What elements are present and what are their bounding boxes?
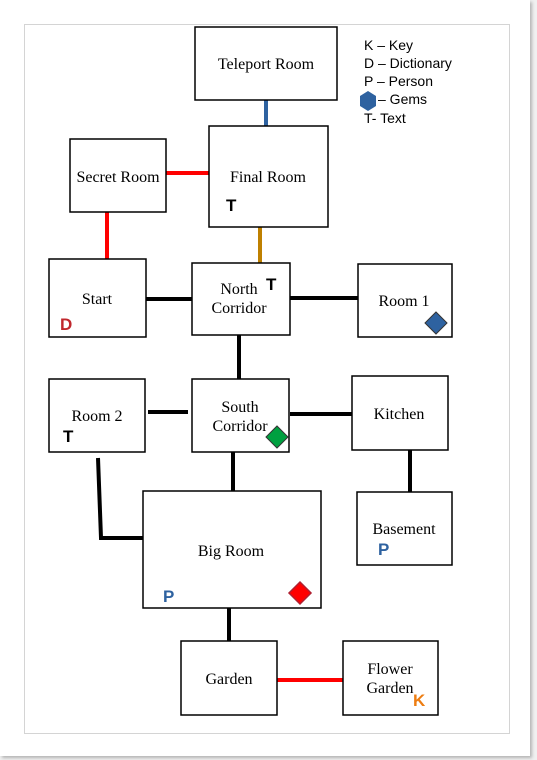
room-north-corridor: North Corridor (191, 262, 291, 336)
gem-icon (287, 580, 313, 606)
rooms-layer: Teleport Room Final Room Secret Room Sta… (48, 26, 453, 716)
legend-person: P – Person (364, 73, 433, 89)
room-label: Secret Room (76, 169, 160, 186)
room-big-room: Big Room (142, 490, 322, 609)
dictionary-marker: D (60, 315, 72, 334)
gem-icon (424, 311, 448, 335)
room-teleport-room: Teleport Room (194, 26, 338, 101)
gem-icon (265, 425, 289, 449)
room-kitchen: Kitchen (351, 375, 449, 451)
room-label-line-1: South (221, 399, 258, 416)
room-garden: Garden (180, 640, 278, 716)
legend: K – Key D – Dictionary P – Person – Gems… (360, 37, 452, 126)
text-marker: T (63, 427, 74, 446)
room-label: Basement (372, 521, 436, 538)
room-flower-garden: Flower Garden (342, 640, 439, 716)
legend-gems: – Gems (378, 91, 427, 107)
items-layer: T T D T P P K (60, 196, 448, 710)
connections-layer (96, 100, 412, 682)
legend-dictionary: D – Dictionary (364, 55, 452, 71)
room-label-line-2: Corridor (211, 300, 267, 317)
room-secret-room: Secret Room (69, 138, 167, 213)
legend-gem-icon (360, 91, 376, 111)
person-marker: P (378, 540, 389, 559)
key-marker: K (413, 691, 426, 710)
legend-text: T- Text (364, 110, 406, 126)
room-label: Garden (205, 671, 252, 688)
room-label: Room 1 (378, 293, 429, 310)
text-marker: T (266, 275, 277, 294)
text-marker: T (226, 196, 237, 215)
room-start: Start (48, 258, 147, 338)
room-label: Start (82, 291, 113, 308)
page-margin-guide (24, 24, 510, 734)
room-room-2: Room 2 (48, 378, 146, 453)
room-label-line-2: Garden (366, 680, 413, 697)
room-basement: Basement (356, 491, 453, 566)
room-label-line-1: North (220, 281, 257, 298)
room-label: Teleport Room (218, 56, 315, 73)
room-label: Room 2 (71, 408, 122, 425)
room-final-room: Final Room (208, 125, 329, 228)
room-label: Final Room (230, 169, 307, 186)
room-label: Big Room (198, 543, 265, 560)
room-label: Kitchen (374, 406, 425, 423)
room-label-line-2: Corridor (212, 418, 268, 435)
person-marker: P (163, 587, 174, 606)
legend-key: K – Key (364, 37, 413, 53)
connection-room2-bigroom (96, 457, 143, 540)
room-label-line-1: Flower (367, 661, 413, 678)
